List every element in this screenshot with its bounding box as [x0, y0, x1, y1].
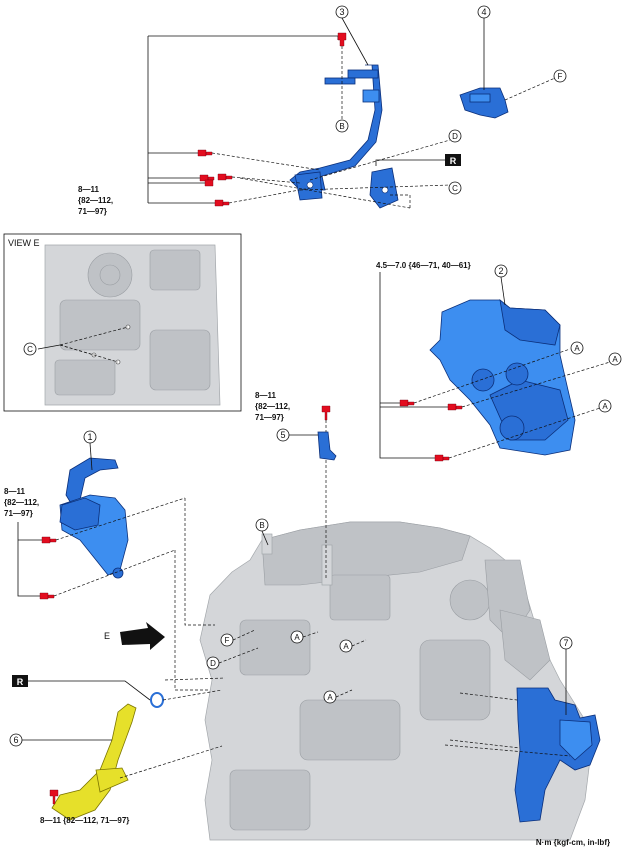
replace-badge-top: R: [375, 154, 461, 166]
letter-b-top: B: [339, 122, 344, 131]
part-number-4: 4: [481, 7, 486, 17]
letter-a-engine-2: A: [343, 642, 349, 651]
engine-block: [199, 521, 591, 841]
view-e-inset: C VIEW E: [3, 233, 242, 412]
letter-d-engine: D: [210, 659, 216, 668]
torque-right-cover: 4.5—7.0 {46—71, 40—61}: [376, 261, 471, 270]
part-6-hose: [51, 703, 137, 821]
torque-middle-2: {82—112,: [255, 402, 290, 411]
part-1-assembly: [59, 457, 129, 579]
letter-a-cover-2: A: [612, 355, 618, 364]
letter-a-engine-3: A: [327, 693, 333, 702]
letter-f-engine: F: [225, 636, 230, 645]
letter-e-arrow: E: [104, 631, 110, 641]
letter-b-engine: B: [259, 521, 264, 530]
torque-top-left-3: 71—97}: [78, 207, 107, 216]
part-4-bracket: [459, 87, 509, 119]
units-note: N·m {kgf-cm, in-lbf}: [536, 838, 610, 847]
part-3-pipe: [289, 64, 399, 209]
letter-a-cover-3: A: [602, 402, 608, 411]
part-number-6: 6: [13, 735, 18, 745]
view-e-arrow: E: [104, 622, 165, 650]
torque-top-left-2: {82—112,: [78, 196, 113, 205]
replace-badge-lower: R: [12, 675, 223, 708]
torque-middle-1: 8—11: [255, 391, 276, 400]
view-e-label: VIEW E: [8, 238, 40, 248]
part-2-cover: [429, 299, 576, 456]
part-5-bracket: [317, 431, 337, 461]
part-number-7: 7: [563, 638, 568, 648]
part-number-5: 5: [280, 430, 285, 440]
torque-bottom: 8—11 {82—112, 71—97}: [40, 816, 129, 825]
replace-badge-lower-text: R: [17, 677, 24, 687]
top-left-bolts: B D C 8—11 {82—112, 71—97}: [78, 32, 462, 216]
torque-middle-3: 71—97}: [255, 413, 284, 422]
part-number-3: 3: [339, 7, 344, 17]
replace-badge-top-text: R: [450, 156, 457, 166]
part-number-2: 2: [498, 266, 503, 276]
torque-left-1: 8—11: [4, 487, 25, 496]
letter-a-cover-1: A: [574, 344, 580, 353]
torque-top-left-1: 8—11: [78, 185, 99, 194]
letter-f-top: F: [558, 72, 563, 81]
part-number-1: 1: [87, 432, 92, 442]
torque-left-3: 71—97}: [4, 509, 33, 518]
letter-c-top: C: [452, 184, 458, 193]
letter-a-engine-1: A: [294, 633, 300, 642]
letter-d-top: D: [452, 132, 458, 141]
torque-left-2: {82—112,: [4, 498, 39, 507]
letter-c-inset: C: [27, 345, 33, 354]
